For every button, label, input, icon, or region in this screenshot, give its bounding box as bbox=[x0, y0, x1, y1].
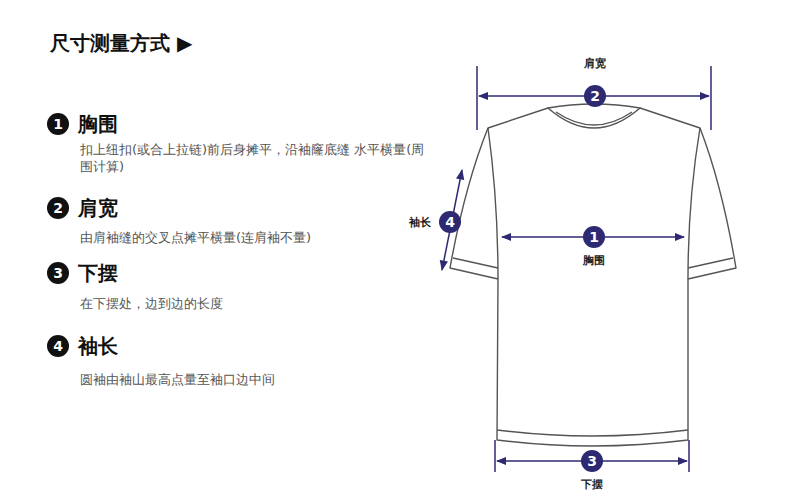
dimension-label: 袖长 bbox=[407, 215, 433, 230]
item-description: 在下摆处，边到边的长度 bbox=[80, 295, 425, 312]
callout-circle: 袖长4 bbox=[439, 211, 461, 233]
collar bbox=[548, 104, 640, 128]
item-description: 由肩袖缝的交叉点摊平横量(连肩袖不量) bbox=[80, 229, 425, 246]
callout-number: 3 bbox=[587, 454, 597, 468]
callout-circle: 4 bbox=[47, 335, 69, 357]
sleeve-seam bbox=[488, 128, 498, 279]
callout-circle: 3 bbox=[47, 262, 69, 284]
callout-circle: 3下摆 bbox=[581, 450, 603, 472]
callout-circle: 2 bbox=[47, 197, 69, 219]
callout-circle: 1 bbox=[47, 113, 69, 135]
item-heading: 肩宽 bbox=[78, 195, 118, 222]
sleeve-seam bbox=[688, 128, 700, 279]
sleeve-cuff bbox=[453, 258, 498, 268]
callout-number: 3 bbox=[53, 266, 63, 280]
page-title: 尺寸测量方式 ▶ bbox=[50, 30, 192, 57]
dimension-label: 下摆 bbox=[579, 477, 605, 492]
sleeve-cuff bbox=[688, 258, 733, 268]
item-heading: 下摆 bbox=[78, 260, 118, 287]
callout-number: 2 bbox=[590, 89, 600, 103]
dimension-label: 肩宽 bbox=[582, 56, 608, 71]
tick bbox=[688, 440, 690, 472]
callout-circle: 肩宽2 bbox=[584, 85, 606, 107]
tick bbox=[710, 66, 712, 130]
item-heading: 袖长 bbox=[78, 333, 118, 360]
tshirt-outline bbox=[450, 108, 736, 446]
callout-number: 1 bbox=[53, 117, 63, 131]
callout-number: 2 bbox=[53, 201, 63, 215]
hem-stitch bbox=[497, 430, 688, 436]
item-description: 圆袖由袖山最高点量至袖口边中间 bbox=[80, 371, 425, 388]
tick bbox=[494, 440, 496, 472]
tick bbox=[476, 66, 478, 130]
callout-circle: 1胸围 bbox=[583, 226, 605, 248]
item-heading: 胸围 bbox=[78, 111, 118, 138]
callout-number: 4 bbox=[445, 215, 455, 229]
callout-number: 1 bbox=[589, 230, 599, 244]
item-description: 扣上纽扣(或合上拉链)前后身摊平，沿袖窿底缝 水平横量(周围计算) bbox=[80, 141, 425, 175]
dimension-label: 胸围 bbox=[581, 253, 607, 268]
collar-inner bbox=[556, 112, 632, 125]
callout-number: 4 bbox=[53, 339, 63, 353]
